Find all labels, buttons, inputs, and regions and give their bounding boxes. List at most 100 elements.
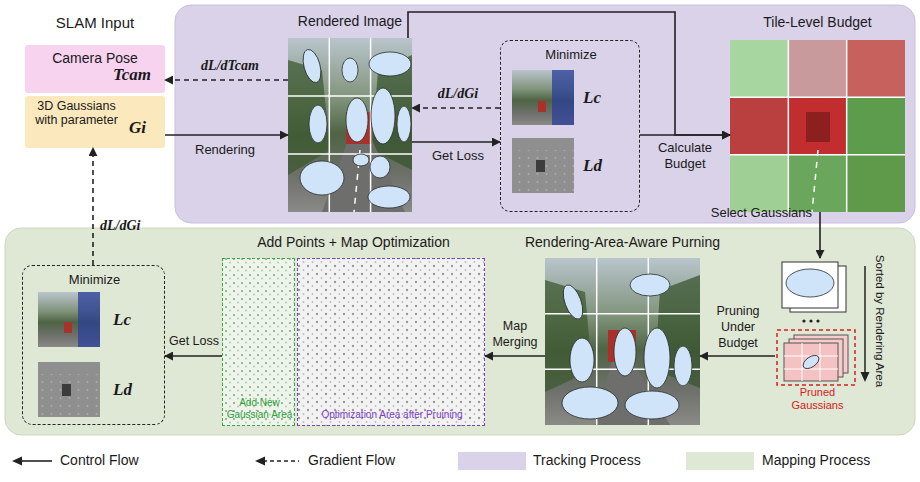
sorted-gaussian-stack: Sorted by Rendering AreaPruned Gaussians <box>775 258 895 403</box>
math-symbol: Ld <box>113 380 153 400</box>
control-arrow <box>412 141 500 143</box>
budget-tile <box>847 40 905 97</box>
budget-tile <box>788 40 846 97</box>
gaussian-ellipse <box>368 186 410 208</box>
tile-grid <box>784 369 838 370</box>
tile-grid <box>288 95 412 97</box>
node-label: Rendering-Area-Aware Purning <box>510 234 735 251</box>
control-arrow <box>165 134 288 136</box>
tile-grid <box>802 343 803 381</box>
map-optimization-area: Add Points + Map OptimizationAdd New Gau… <box>222 258 485 426</box>
gaussian-ellipse <box>562 387 618 419</box>
math-symbol: Lc <box>113 310 153 330</box>
depth-thumbnail <box>512 138 574 193</box>
gaussian-ellipse <box>786 269 834 297</box>
budget-tile <box>730 40 788 97</box>
tile-grid <box>820 343 821 381</box>
tile-grid <box>730 154 905 156</box>
truck <box>62 384 71 396</box>
edge-label: Select Gaussians <box>680 205 812 221</box>
rendered-image: Rendered Image <box>288 38 412 212</box>
node-label: Sorted by Rendering Area <box>873 241 887 401</box>
legend-arrow-head <box>255 457 265 466</box>
pruned-render-image: Rendering-Area-Aware Purning <box>545 258 700 425</box>
node-label: Optimization Area after Pruining <box>300 409 484 421</box>
legend-arrow-head <box>12 457 22 466</box>
legend-label: Control Flow <box>60 452 210 469</box>
gradient-arrow <box>165 79 288 81</box>
depth-thumbnail <box>38 362 100 417</box>
gaussian-ellipse <box>801 353 821 372</box>
camera-pose-box: Camera PoseTcam <box>25 45 165 93</box>
mapping-band <box>5 228 915 435</box>
color-thumbnail <box>512 70 574 125</box>
pruned-highlight <box>777 330 855 385</box>
node-label: Rendered Image <box>265 13 435 30</box>
gaussian-ellipse <box>300 48 324 85</box>
sort-arrow <box>864 266 866 374</box>
node-label: Pruned Gaussians <box>775 386 860 412</box>
gradient-label: dL/dGi <box>100 216 160 236</box>
gaussian-ellipse <box>559 282 586 321</box>
gaussian-ellipse <box>644 328 670 388</box>
legend-swatch <box>458 452 526 470</box>
node-label: Minimize <box>23 272 166 288</box>
math-symbol: Gi <box>129 118 163 138</box>
optimization-area: Optimization Area after Pruining <box>297 258 485 426</box>
control-arrow <box>408 12 730 135</box>
legend-dashed-line <box>263 460 299 462</box>
gaussian-ellipse <box>614 328 636 376</box>
gaussian-ellipse <box>570 338 594 382</box>
node-label: Add New Gaussian Area <box>225 397 294 421</box>
legend-solid-line <box>20 460 52 462</box>
truck <box>64 322 72 333</box>
budget-tile <box>730 155 788 212</box>
edge-label: Pruning Under Budget <box>703 303 773 351</box>
depth-noise <box>38 374 100 417</box>
math-symbol: Ld <box>583 156 623 176</box>
loss-box: MinimizeLcLd <box>22 265 165 425</box>
edge-label: Get Loss <box>418 148 498 164</box>
tile-grid <box>730 97 905 99</box>
legend-swatch <box>686 452 754 470</box>
control-arrow <box>640 134 730 136</box>
edge-label: Get Loss <box>165 334 223 349</box>
loss-overlay <box>78 292 100 347</box>
budget-tile <box>788 155 846 212</box>
tile-grid <box>846 40 848 212</box>
math-symbol: Tcam <box>113 65 163 85</box>
gaussian-ellipse <box>630 274 670 296</box>
node-label: 3D Gaussians with parameter <box>29 99 124 127</box>
gaussian-ellipse <box>309 105 327 143</box>
gradient-arrow <box>92 148 94 265</box>
budget-tile <box>847 97 905 154</box>
truck <box>538 101 546 112</box>
loss-box: MinimizeLcLd <box>500 40 640 212</box>
pruned-card <box>784 343 838 381</box>
edge-label: Rendering <box>185 142 265 158</box>
gradient-arrow <box>412 107 500 109</box>
rendered-image <box>288 38 412 212</box>
edge-label: Calculate Budget <box>645 140 725 172</box>
gaussian-ellipse <box>674 346 692 386</box>
node-label: Add Points + Map Optimization <box>212 234 495 251</box>
ellipsis-dot <box>816 319 819 322</box>
sort-arrow-head <box>861 372 870 382</box>
truck <box>536 160 545 172</box>
control-arrow <box>485 355 545 357</box>
optimized-points <box>297 258 485 426</box>
gaussian-ellipse <box>625 391 679 419</box>
gradient-label: dL/dGi <box>418 84 498 104</box>
node-label: Tile-Level Budget <box>720 14 915 31</box>
budget-tile <box>788 97 846 154</box>
lane-line <box>812 150 818 212</box>
ellipsis-dot <box>802 319 805 322</box>
tile-grid <box>545 313 700 315</box>
gaussian-ellipse <box>371 88 395 144</box>
color-thumbnail <box>38 292 100 347</box>
new-points <box>222 258 295 426</box>
gaussian-card <box>782 262 838 308</box>
gaussian-ellipse <box>397 106 411 142</box>
